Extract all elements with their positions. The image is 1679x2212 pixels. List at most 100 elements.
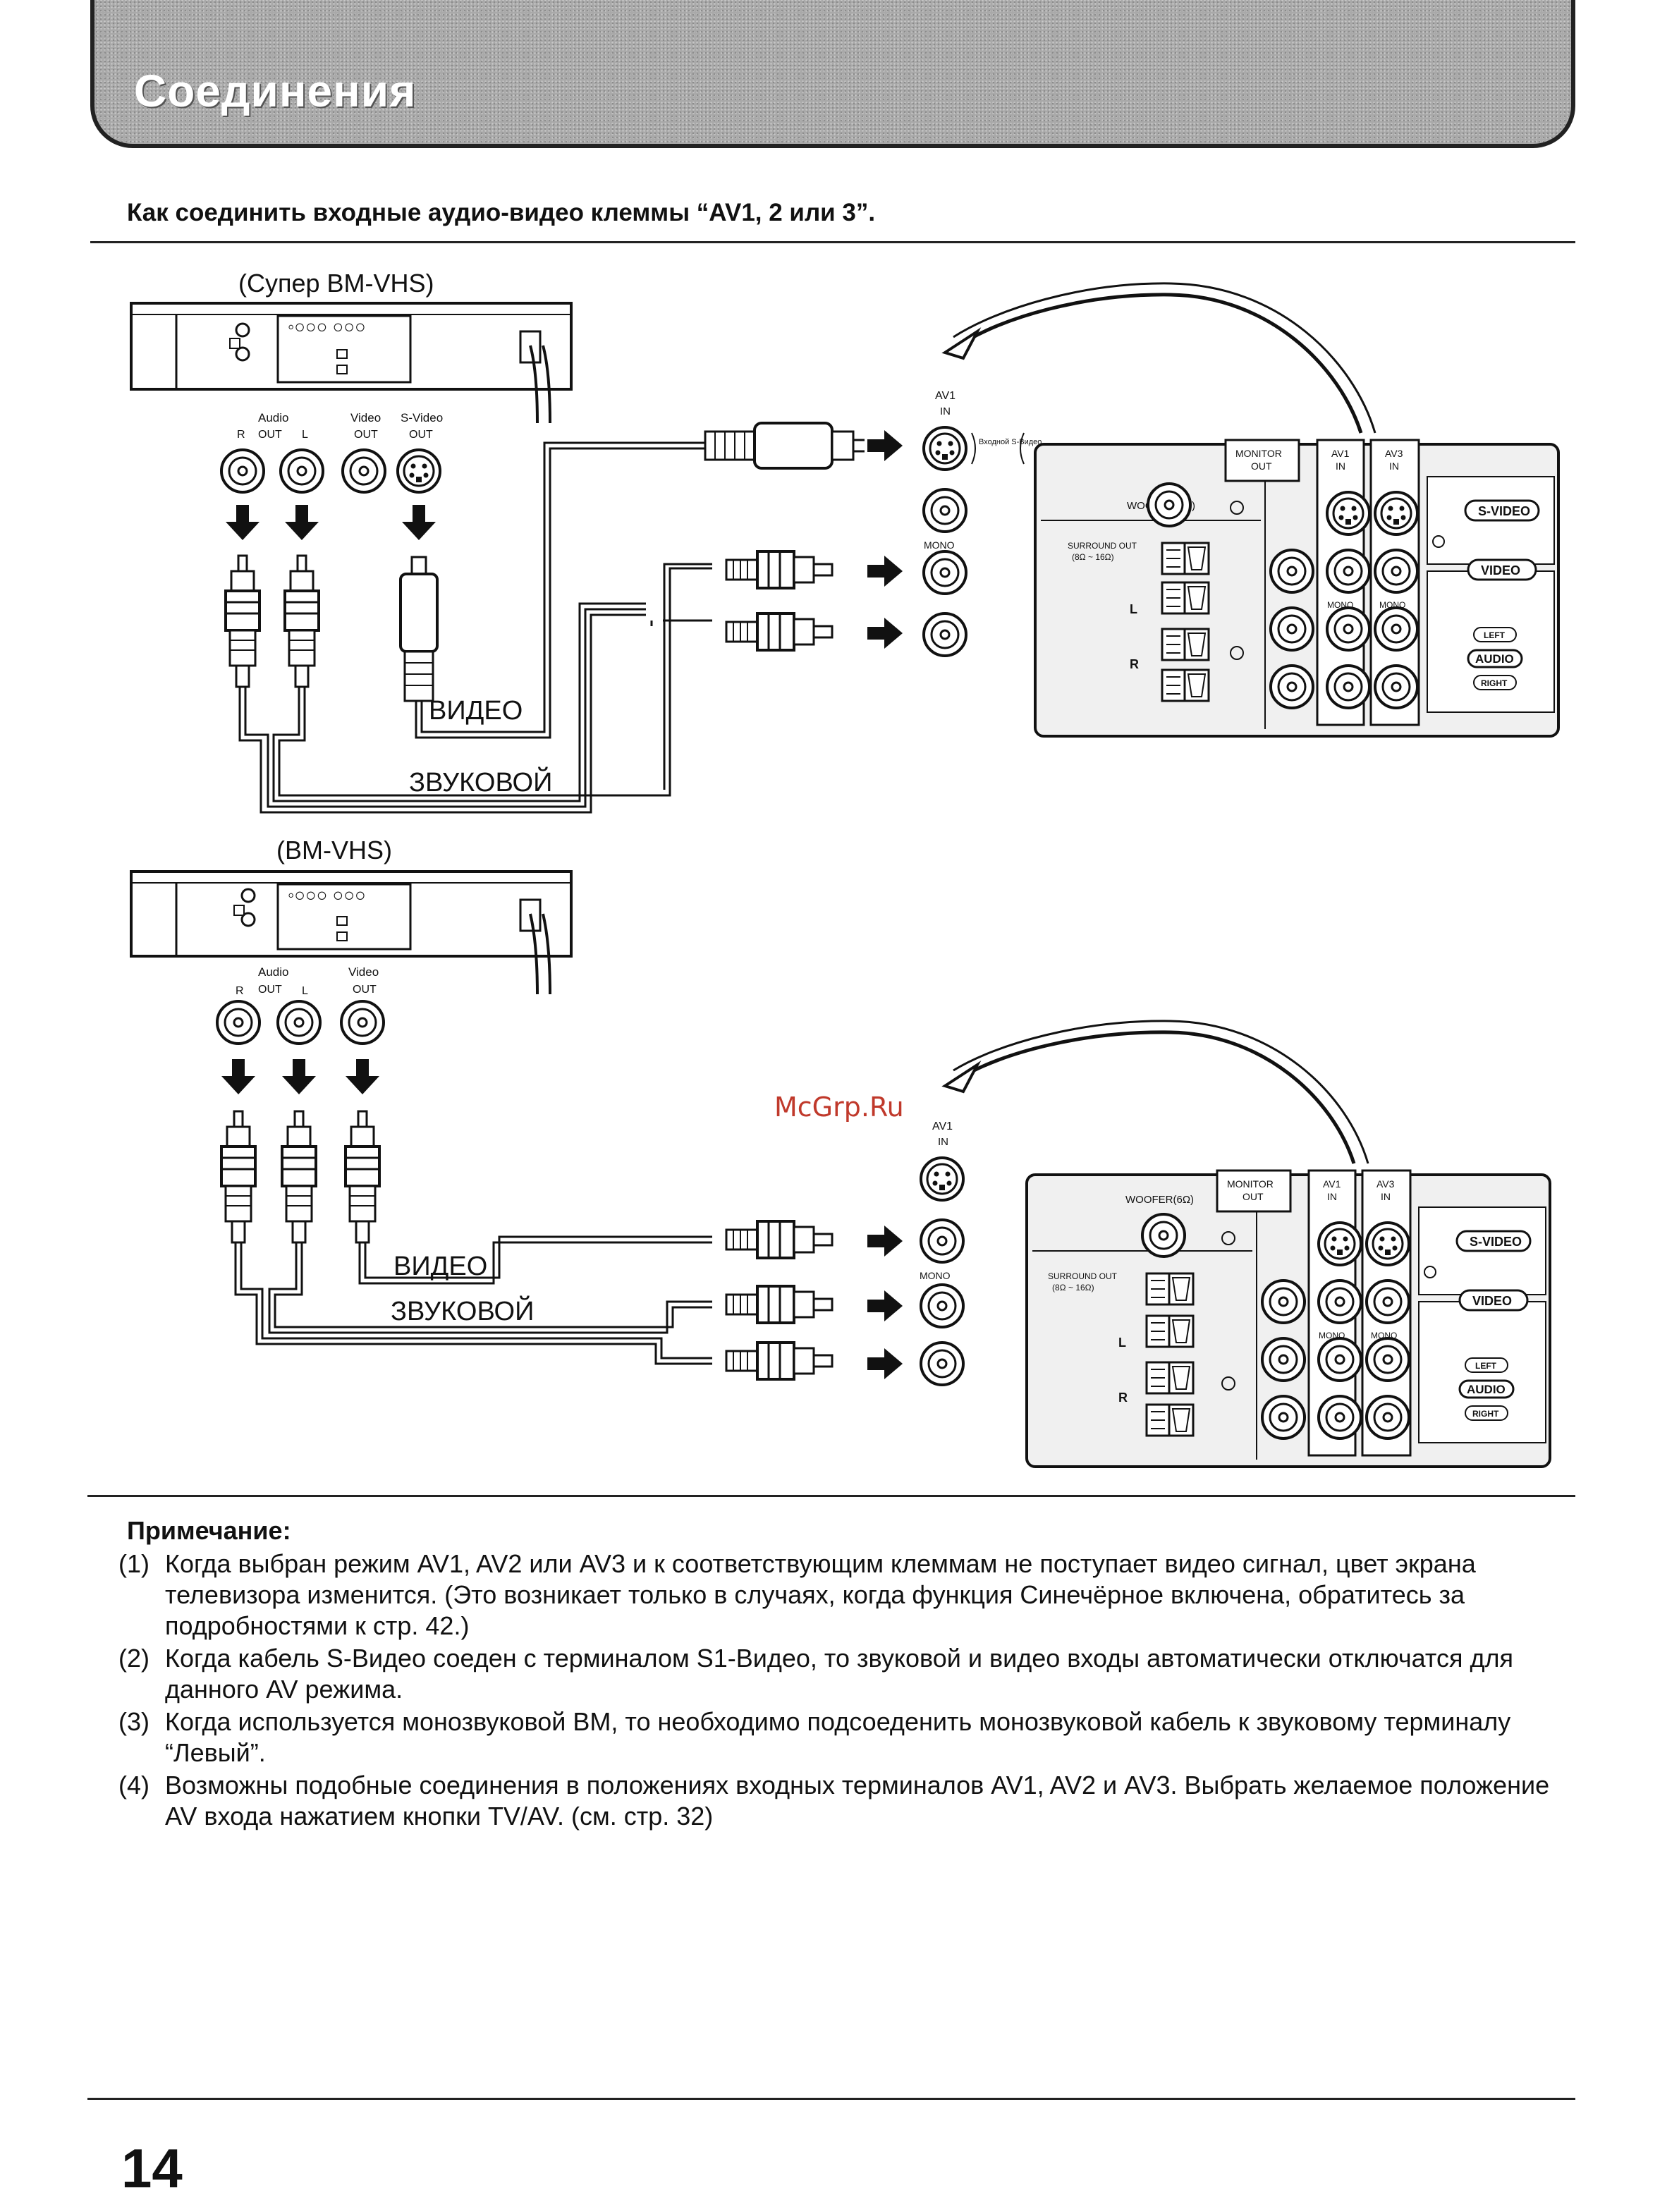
surround-out-label: SURROUND OUT: [1068, 541, 1137, 551]
monitor-audio-r-jack[interactable]: [1269, 664, 1314, 709]
jack-audio-l-bottom: [276, 1000, 322, 1045]
jack-audio-r-top: [220, 448, 265, 494]
av1-video-jack[interactable]: [1317, 1279, 1362, 1324]
video-label-bottom: Video: [348, 965, 379, 979]
arrow-right-icon: [867, 1348, 903, 1379]
rca-plug-l-bottom: [281, 1110, 317, 1244]
av1-label-top: AV1: [935, 390, 955, 402]
monitor-out-label: OUT: [1251, 460, 1272, 472]
mono-label-top: MONO: [924, 539, 955, 551]
av3-video-jack[interactable]: [1365, 1279, 1410, 1324]
av3-audio-l-jack[interactable]: [1374, 606, 1419, 652]
av1-svideo-jack[interactable]: [1326, 491, 1371, 536]
av3-svideo-jack[interactable]: [1374, 491, 1419, 536]
arrow-down-icon: [221, 1059, 255, 1094]
page-number: 14: [121, 2137, 183, 2199]
av1-audio-l-jack[interactable]: [1317, 1337, 1362, 1382]
av3-panel-in-label: IN: [1381, 1191, 1391, 1202]
av1-audio-r-jack[interactable]: [1326, 664, 1371, 709]
av1-svideo-jack[interactable]: [1317, 1221, 1362, 1266]
note-text: Когда используется монозвуковой ВМ, то н…: [165, 1707, 1511, 1767]
av3-audio-r-jack[interactable]: [1365, 1395, 1410, 1440]
video-panel-label: VIDEO: [1481, 563, 1520, 578]
rca-plug-horizontal-bottom: [725, 1285, 834, 1324]
note-number: (3): [118, 1707, 149, 1736]
r-label-bottom: R: [236, 985, 244, 997]
audio-panel-label: AUDIO: [1467, 1383, 1506, 1396]
monitor-audio-l-jack[interactable]: [1269, 606, 1314, 652]
rca-plug-horizontal-bottom: [725, 1220, 834, 1259]
av1-panel-in-label: IN: [1327, 1191, 1337, 1202]
audio-cable-label-top: ЗВУКОВОЙ: [409, 766, 552, 798]
subtitle-rule: [90, 241, 1575, 243]
section-subtitle: Как соединить входные аудио-видео клеммы…: [127, 199, 876, 226]
av1-audio-r-input-bottom[interactable]: [920, 1341, 965, 1386]
av1-svideo-input-bottom[interactable]: [920, 1156, 965, 1202]
l-label-top: L: [302, 429, 308, 441]
monitor-audio-l-jack[interactable]: [1261, 1337, 1306, 1382]
surround-out-label: SURROUND OUT: [1048, 1271, 1118, 1281]
mono-label-bottom: MONO: [920, 1270, 951, 1281]
vcr-top-label: (Супер ВМ-VHS): [238, 269, 434, 298]
svideo-label-top: S-Video: [401, 411, 443, 424]
note-item: (1) Когда выбран режим AV1, AV2 или AV3 …: [118, 1548, 1571, 1642]
rca-plug-r-top: [224, 554, 261, 688]
av1-audio-l-input-bottom[interactable]: [920, 1283, 965, 1328]
audio-cable-label-bottom: ЗВУКОВОЙ: [391, 1295, 534, 1326]
av1-video-input-top[interactable]: [922, 488, 967, 533]
svideo-plug-top: [399, 556, 439, 702]
vcr-top: ◦○○○ ○○○: [130, 302, 573, 424]
av1-video-jack[interactable]: [1326, 549, 1371, 594]
av1-audio-l-input-top[interactable]: [922, 550, 967, 595]
monitor-audio-r-jack[interactable]: [1261, 1395, 1306, 1440]
l-speaker-label: L: [1118, 1336, 1126, 1350]
in-label-bottom: IN: [938, 1136, 948, 1148]
arrow-down-icon: [402, 505, 436, 540]
monitor-video-jack[interactable]: [1269, 549, 1314, 594]
av1-audio-r-jack[interactable]: [1317, 1395, 1362, 1440]
av3-panel-label: AV3: [1385, 448, 1403, 459]
rca-plug-video-bottom: [344, 1110, 381, 1244]
av3-audio-l-jack[interactable]: [1365, 1337, 1410, 1382]
av3-video-jack[interactable]: [1374, 549, 1419, 594]
left-panel-label: LEFT: [1484, 630, 1506, 640]
out-label-bottom: OUT: [258, 984, 282, 996]
video-label-top: Video: [350, 411, 381, 424]
av1-audio-r-input-top[interactable]: [922, 612, 967, 657]
arrow-right-icon: [867, 1290, 903, 1321]
video-panel-label: VIDEO: [1472, 1294, 1512, 1308]
out-label-top: OUT: [258, 429, 282, 441]
rca-plug-r-bottom: [220, 1110, 257, 1244]
monitor-video-jack[interactable]: [1261, 1279, 1306, 1324]
header-band: [90, 0, 1575, 148]
video-cable-label-top: ВИДЕО: [429, 696, 523, 726]
av1-video-input-bottom[interactable]: [920, 1218, 965, 1264]
audio-label-bottom: Audio: [258, 965, 288, 979]
arrow-right-icon: [867, 556, 903, 587]
surround-ohm-label: (8Ω ~ 16Ω): [1072, 552, 1114, 562]
av1-svideo-input-top[interactable]: [922, 426, 967, 471]
r-speaker-label: R: [1118, 1391, 1128, 1405]
audio-cable-top: [238, 563, 712, 814]
av3-panel-in-label: IN: [1389, 460, 1399, 472]
watermark: McGrp.Ru: [774, 1092, 904, 1123]
rca-plug-l-top: [283, 554, 320, 688]
rca-plug-horizontal-bottom: [725, 1341, 834, 1381]
av3-svideo-jack[interactable]: [1365, 1221, 1410, 1266]
woofer-jack[interactable]: [1147, 482, 1192, 527]
video-out-label-top: OUT: [354, 429, 378, 441]
note-number: (1): [118, 1549, 149, 1578]
audio-panel-label: AUDIO: [1475, 652, 1514, 666]
l-speaker-label: L: [1130, 602, 1137, 616]
av1-audio-l-jack[interactable]: [1326, 606, 1371, 652]
svideo-panel-label: S-VIDEO: [1470, 1235, 1522, 1249]
jack-audio-r-bottom: [216, 1000, 261, 1045]
audio-label-top: Audio: [258, 411, 288, 424]
monitor-label: MONITOR: [1235, 448, 1282, 459]
av3-audio-r-jack[interactable]: [1374, 664, 1419, 709]
right-panel-label: RIGHT: [1481, 678, 1508, 688]
monitor-label: MONITOR: [1227, 1178, 1274, 1190]
note-item: (2) Когда кабель S-Видео соеден с термин…: [118, 1643, 1571, 1705]
svg-text:◦○○○ ○○○: ◦○○○ ○○○: [288, 316, 366, 337]
woofer-jack[interactable]: [1141, 1213, 1186, 1258]
